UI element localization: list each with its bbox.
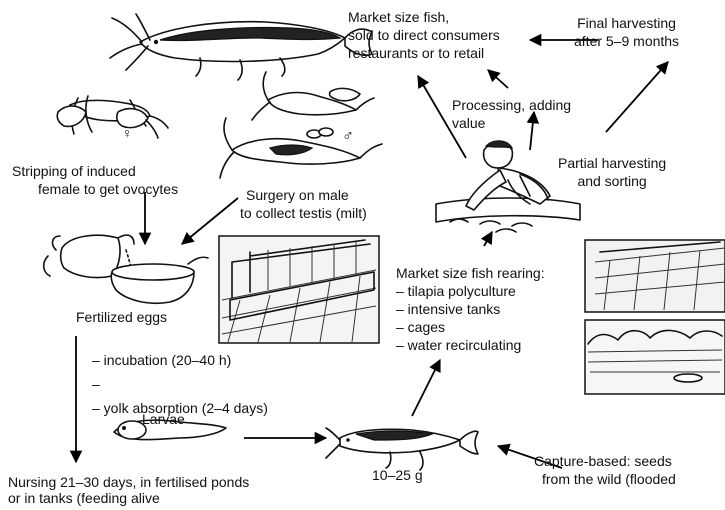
fertilized-eggs-illustration [44,235,208,303]
arrow-partial-to-final [606,62,668,132]
stripping-female-illustration [57,96,168,138]
intensive-tanks-photo [585,240,725,312]
larvae-label: Larvae [142,410,185,428]
surgery-label: Surgery on male to collect testis (milt) [240,186,367,222]
fingerling-illustration [326,428,478,470]
arrow-rearing-to-harvest [484,232,492,246]
nursing-label: Nursing 21–30 days, in fertilised ponds … [8,474,249,506]
arrow-processing-to-market [488,70,508,88]
hatchery-tanks-illustration [219,236,379,343]
adult-catfish-illustration [110,14,372,80]
male-symbol: ♂ [342,128,354,146]
market-size-fish-label: Market size fish, sold to direct consume… [348,8,500,62]
arrow-fingerling-to-rearing [412,360,440,416]
pond-photo [585,320,725,394]
fertilized-eggs-label: Fertilized eggs [76,308,167,326]
rearing-label: Market size fish rearing: – tilapia poly… [396,264,545,354]
capture-label: Capture-based: seeds from the wild (floo… [534,452,676,488]
surgery-male-illustration [220,72,382,178]
processing-label: Processing, adding value [452,96,571,132]
fingerling-weight-label: 10–25 g [372,466,423,484]
female-symbol: ♀ [122,124,133,142]
final-harvesting-label: Final harvesting after 5–9 months [574,14,679,50]
partial-harvesting-label: Partial harvesting and sorting [558,154,666,190]
stripping-label: Stripping of induced female to get ovocy… [12,162,178,198]
